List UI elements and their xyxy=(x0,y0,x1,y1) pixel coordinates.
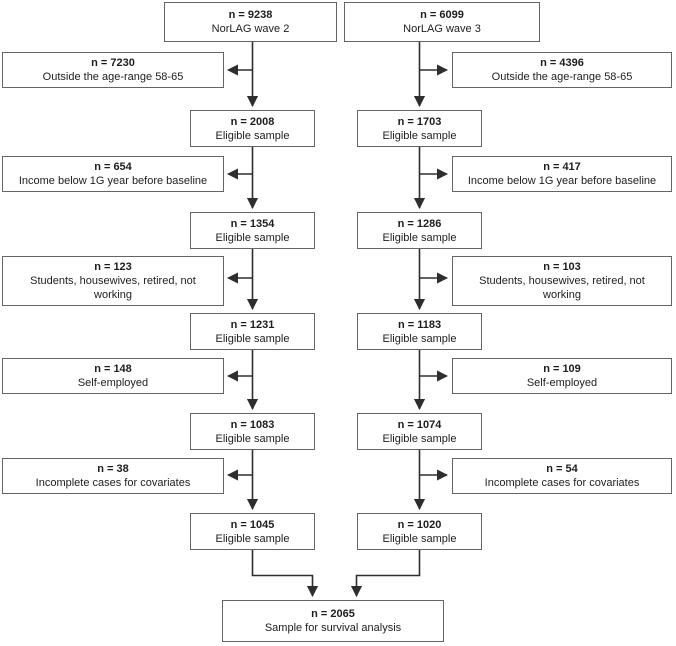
node-n: n = 1286 xyxy=(397,217,442,230)
node-label: Incomplete cases for covariates xyxy=(35,477,191,489)
node-n: n = 1020 xyxy=(397,518,442,531)
node-n: n = 54 xyxy=(546,463,578,475)
node-eligible-3-left: n = 1231 Eligible sample xyxy=(190,313,315,350)
node-label: Eligible sample xyxy=(382,129,457,142)
node-n: n = 1703 xyxy=(397,115,442,128)
node-source-wave2: n = 9238 NorLAG wave 2 xyxy=(164,2,337,42)
node-n: n = 2008 xyxy=(230,115,275,128)
node-final-sample: n = 2065 Sample for survival analysis xyxy=(222,600,444,642)
node-n: n = 1354 xyxy=(230,217,275,230)
node-n: n = 4396 xyxy=(540,57,584,69)
node-excluded-income-left: n = 654 Income below 1G year before base… xyxy=(2,156,224,192)
node-eligible-2-right: n = 1286 Eligible sample xyxy=(357,212,482,249)
node-label: Eligible sample xyxy=(382,532,457,545)
node-label: Eligible sample xyxy=(215,231,290,244)
node-label: Income below 1G year before baseline xyxy=(18,175,208,187)
node-excluded-status-left: n = 123 Students, housewives, retired, n… xyxy=(2,256,224,306)
node-n: n = 148 xyxy=(94,363,132,375)
node-label: NorLAG wave 2 xyxy=(211,23,290,35)
node-eligible-4-right: n = 1074 Eligible sample xyxy=(357,413,482,450)
node-eligible-4-left: n = 1083 Eligible sample xyxy=(190,413,315,450)
node-n: n = 1183 xyxy=(397,318,442,331)
node-label: Incomplete cases for covariates xyxy=(484,477,640,489)
node-label: Income below 1G year before baseline xyxy=(467,175,657,187)
node-excluded-age-right: n = 4396 Outside the age-range 58-65 xyxy=(452,52,672,88)
node-label: Sample for survival analysis xyxy=(264,622,402,634)
node-excluded-selfemployed-left: n = 148 Self-employed xyxy=(2,358,224,394)
node-n: n = 1045 xyxy=(230,518,275,531)
node-label: Eligible sample xyxy=(215,432,290,445)
node-excluded-selfemployed-right: n = 109 Self-employed xyxy=(452,358,672,394)
node-n: n = 6099 xyxy=(420,9,464,21)
node-n: n = 417 xyxy=(543,161,581,173)
node-label: Eligible sample xyxy=(382,332,457,345)
node-n: n = 1231 xyxy=(230,318,275,331)
node-label: Eligible sample xyxy=(382,432,457,445)
node-label: Eligible sample xyxy=(215,129,290,142)
node-excluded-covariates-right: n = 54 Incomplete cases for covariates xyxy=(452,458,672,494)
node-label: Students, housewives, retired, not worki… xyxy=(30,275,196,301)
node-label: Self-employed xyxy=(526,377,598,389)
node-n: n = 109 xyxy=(543,363,581,375)
node-n: n = 38 xyxy=(97,463,129,475)
node-n: n = 123 xyxy=(94,261,132,273)
node-n: n = 654 xyxy=(94,161,132,173)
node-n: n = 1074 xyxy=(397,418,442,431)
node-n: n = 7230 xyxy=(91,57,135,69)
node-label: Self-employed xyxy=(77,377,149,389)
node-eligible-5-right: n = 1020 Eligible sample xyxy=(357,513,482,550)
node-label: Eligible sample xyxy=(215,332,290,345)
node-n: n = 9238 xyxy=(228,9,273,21)
node-eligible-5-left: n = 1045 Eligible sample xyxy=(190,513,315,550)
node-excluded-income-right: n = 417 Income below 1G year before base… xyxy=(452,156,672,192)
node-label: Outside the age-range 58-65 xyxy=(491,71,633,83)
node-label: Students, housewives, retired, not worki… xyxy=(479,275,645,301)
node-n: n = 103 xyxy=(543,261,581,273)
node-eligible-1-left: n = 2008 Eligible sample xyxy=(190,110,315,147)
node-label: Eligible sample xyxy=(382,231,457,244)
node-eligible-2-left: n = 1354 Eligible sample xyxy=(190,212,315,249)
node-eligible-3-right: n = 1183 Eligible sample xyxy=(357,313,482,350)
node-label: NorLAG wave 3 xyxy=(403,23,481,35)
node-source-wave3: n = 6099 NorLAG wave 3 xyxy=(344,2,540,42)
node-excluded-age-left: n = 7230 Outside the age-range 58-65 xyxy=(2,52,224,88)
node-n: n = 1083 xyxy=(230,418,275,431)
node-label: Eligible sample xyxy=(215,532,290,545)
node-n: n = 2065 xyxy=(311,608,355,620)
node-label: Outside the age-range 58-65 xyxy=(42,71,184,83)
node-excluded-covariates-left: n = 38 Incomplete cases for covariates xyxy=(2,458,224,494)
node-eligible-1-right: n = 1703 Eligible sample xyxy=(357,110,482,147)
node-excluded-status-right: n = 103 Students, housewives, retired, n… xyxy=(452,256,672,306)
